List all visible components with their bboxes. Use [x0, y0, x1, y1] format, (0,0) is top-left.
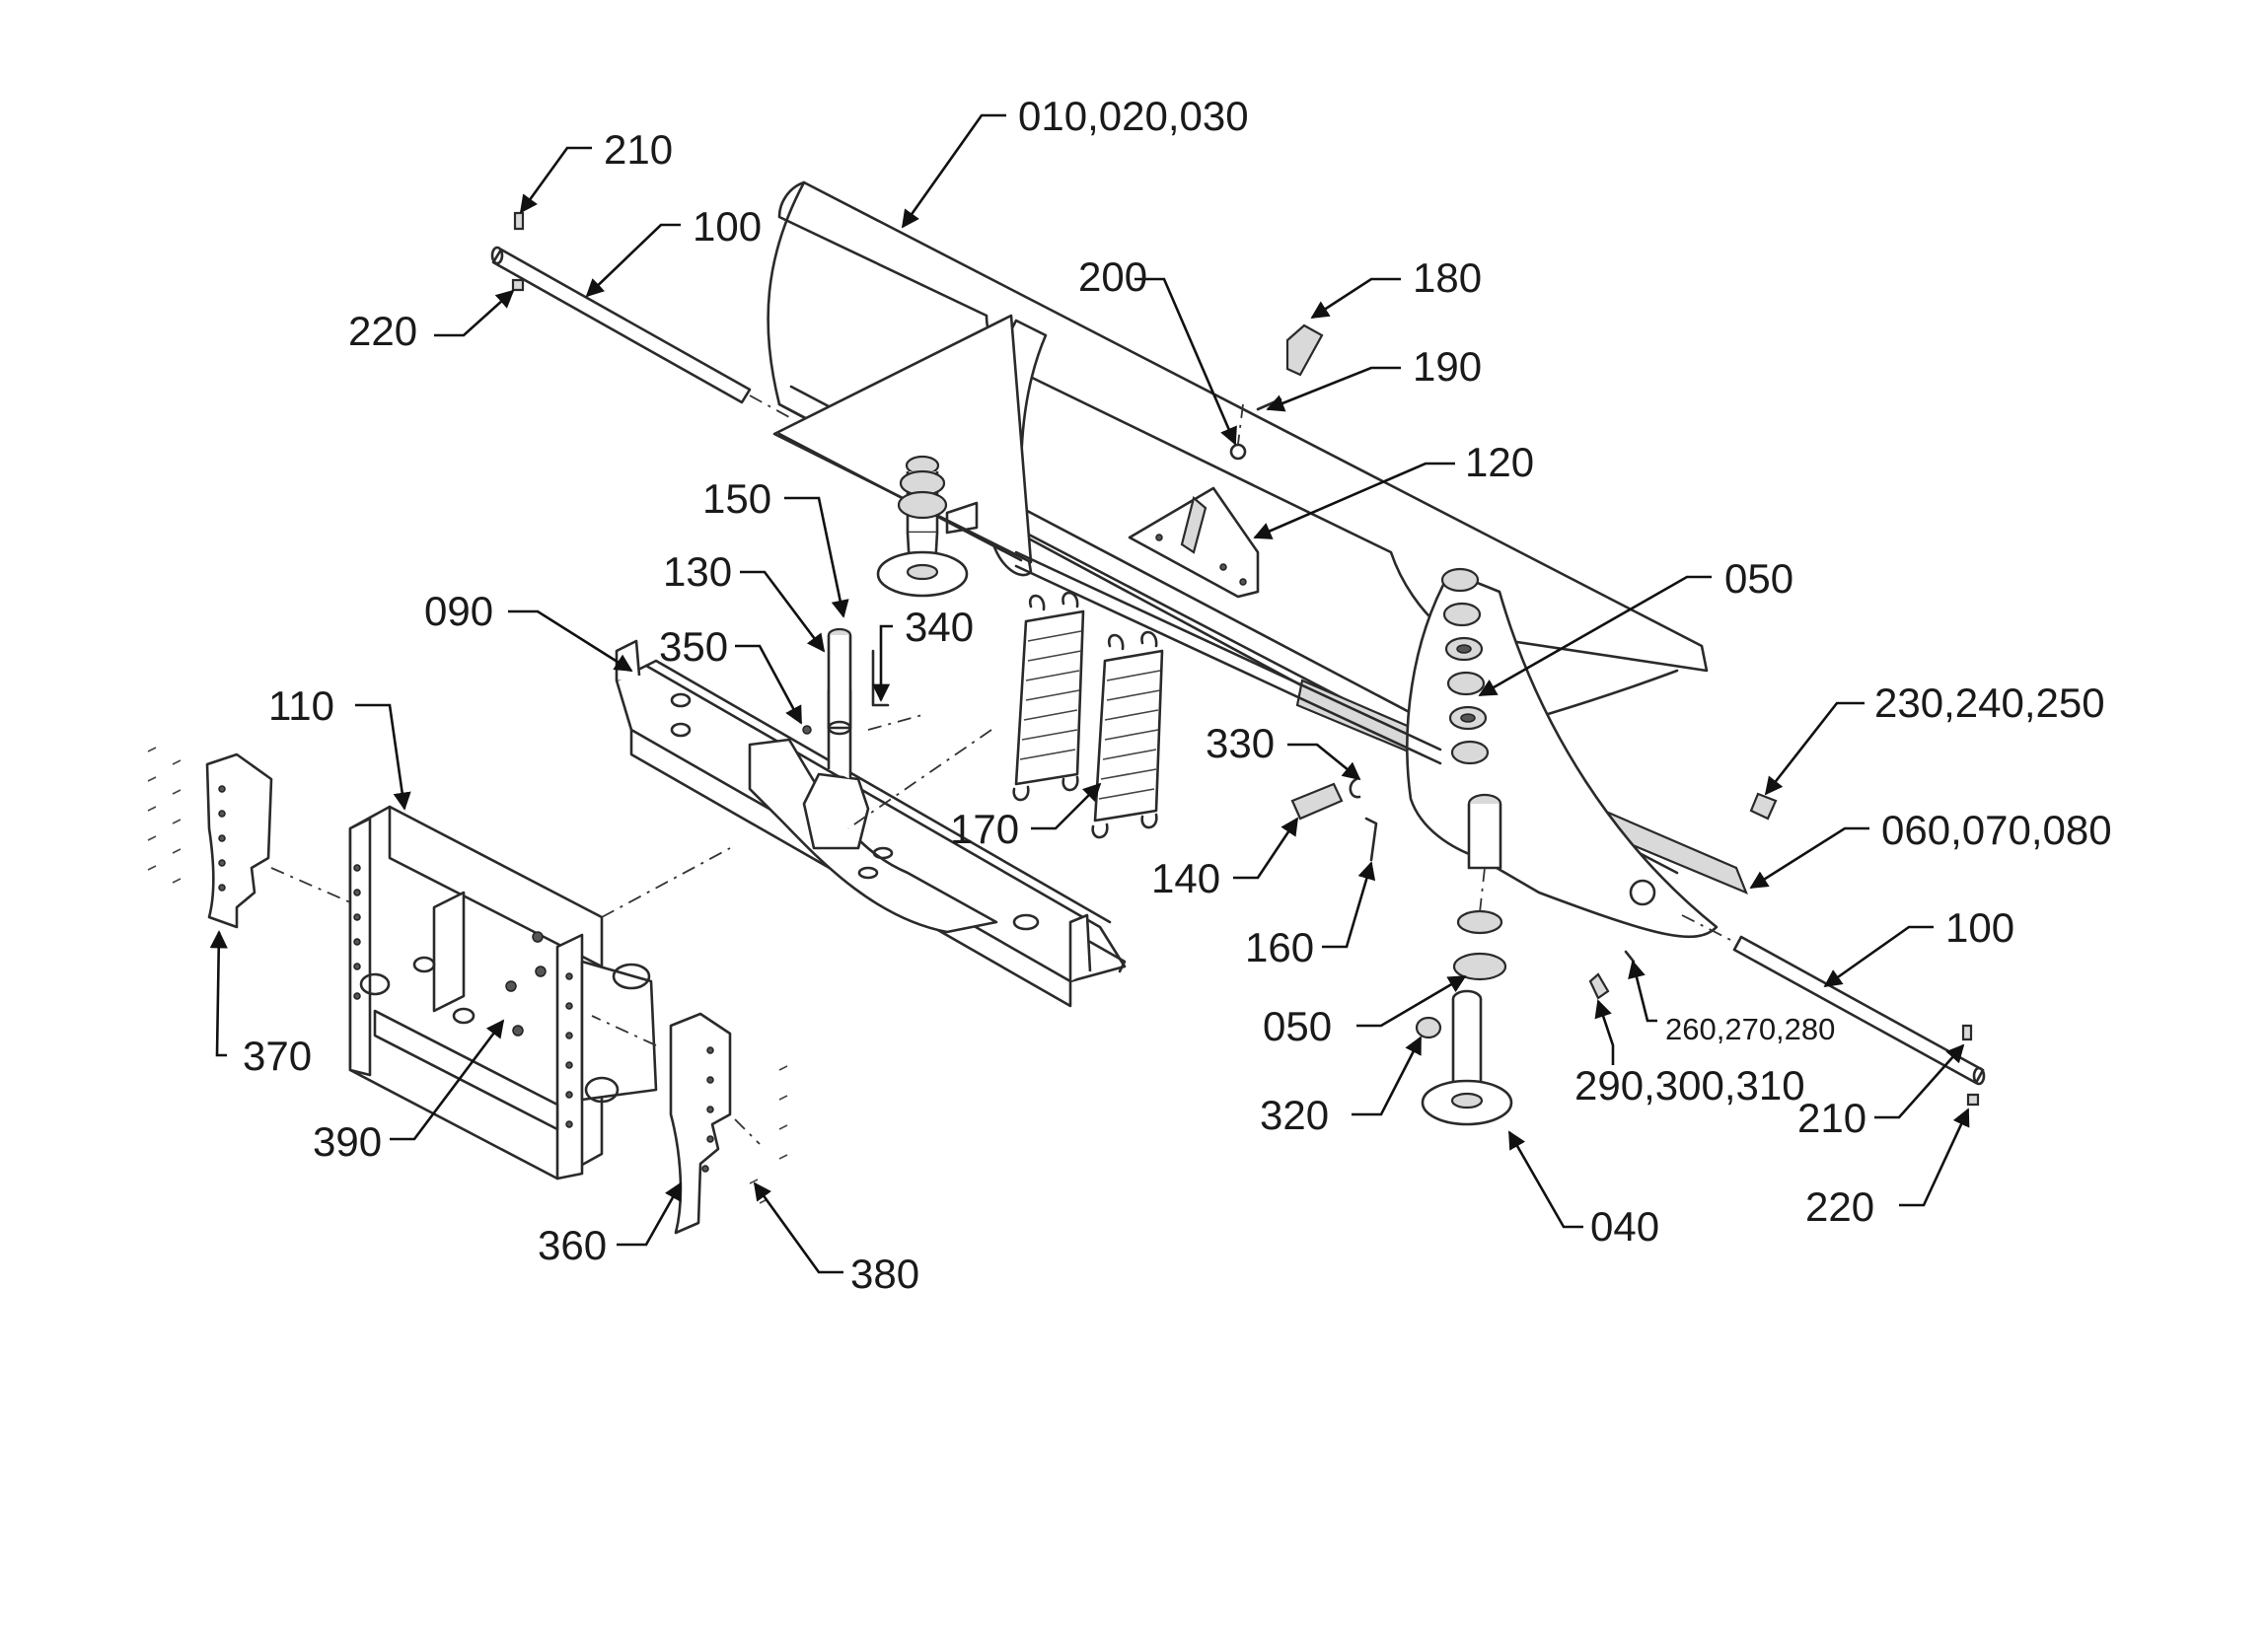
stand-040	[1415, 793, 1513, 1126]
lynch-pin-340	[871, 649, 890, 707]
callout-050-upper: 050	[1724, 555, 1793, 602]
bolt-stack-050	[1440, 567, 1490, 765]
callout-160: 160	[1245, 924, 1314, 970]
callout-380: 380	[850, 1251, 919, 1297]
pin-180	[1285, 323, 1324, 377]
callout-210-bottom: 210	[1797, 1095, 1866, 1141]
callout-050-lower: 050	[1263, 1003, 1332, 1049]
callout-260-270-280: 260,270,280	[1665, 1012, 1835, 1046]
callout-040: 040	[1590, 1203, 1659, 1250]
callout-370: 370	[243, 1033, 312, 1079]
callout-360: 360	[538, 1222, 607, 1268]
callout-labels: 010,020,030 210 100 220 200 180 190 120 …	[243, 93, 2112, 1297]
callout-320: 320	[1260, 1092, 1329, 1138]
callout-340: 340	[905, 604, 974, 650]
callout-230-240-250: 230,240,250	[1874, 680, 2105, 726]
callout-220-bottom: 220	[1805, 1183, 1874, 1230]
callout-330: 330	[1206, 720, 1275, 766]
callout-220-top: 220	[348, 308, 417, 354]
callout-200: 200	[1078, 253, 1147, 300]
springs-170	[847, 591, 1164, 839]
stand-post-left	[876, 455, 979, 598]
a-frame-090	[615, 639, 1127, 1008]
callout-390: 390	[313, 1118, 382, 1165]
part-230	[1749, 792, 1778, 821]
callout-120: 120	[1465, 439, 1534, 485]
pin-160	[1364, 817, 1378, 862]
callout-100-bottom: 100	[1945, 904, 2014, 951]
block-140	[1290, 782, 1344, 821]
rod-100-lower	[1681, 914, 1986, 1107]
part-290	[1588, 972, 1610, 1000]
part-260	[1624, 950, 1636, 964]
pivot-pin-150	[827, 627, 852, 736]
mount-frame-110	[348, 805, 731, 1181]
pin-200	[1229, 443, 1247, 461]
callout-350: 350	[659, 623, 728, 670]
callout-090: 090	[424, 588, 493, 634]
side-plate-360	[591, 1012, 788, 1235]
clip-330	[1349, 777, 1361, 799]
bracket-plate-120	[1128, 486, 1260, 599]
callout-290-300-310: 290,300,310	[1574, 1062, 1805, 1109]
callout-060-070-080: 060,070,080	[1881, 807, 2112, 853]
callout-190: 190	[1413, 343, 1482, 390]
callout-180: 180	[1413, 254, 1482, 301]
callout-010-020-030: 010,020,030	[1018, 93, 1249, 139]
side-plate-370	[147, 747, 351, 929]
callout-110: 110	[268, 682, 334, 729]
callout-140: 140	[1151, 855, 1220, 901]
callout-150: 150	[702, 475, 771, 522]
callout-100-top: 100	[693, 203, 762, 250]
callout-130: 130	[663, 548, 732, 595]
callout-210-top: 210	[604, 126, 673, 173]
washer-350	[802, 725, 812, 735]
leader-lines	[209, 113, 1970, 1274]
callout-170: 170	[950, 806, 1019, 852]
